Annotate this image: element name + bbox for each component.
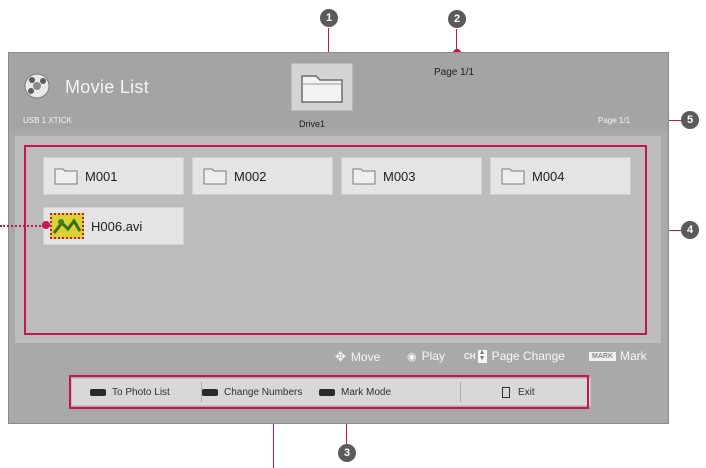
callout-3-line bbox=[346, 410, 347, 444]
drive-folder-icon bbox=[301, 75, 343, 103]
movie-thumbnail-icon bbox=[50, 213, 84, 239]
exit-icon bbox=[502, 386, 510, 398]
page-title: Movie List bbox=[65, 77, 150, 97]
change-numbers-button[interactable]: Change Numbers bbox=[202, 379, 318, 405]
exit-label: Exit bbox=[518, 386, 535, 398]
key-hints: ✥ Move ◉ Play CH ▲▼ Page Change MARK Mar… bbox=[9, 349, 668, 365]
thumbnail-leader-line bbox=[0, 225, 44, 227]
folder-icon bbox=[501, 168, 525, 185]
folder-icon bbox=[352, 168, 376, 185]
file-list-highlight bbox=[24, 145, 647, 335]
hint-move: ✥ Move bbox=[335, 349, 380, 365]
item-name: M001 bbox=[85, 168, 118, 184]
callout-5: 5 bbox=[681, 111, 699, 129]
yellow-key-icon bbox=[319, 388, 335, 396]
drive-label: Drive1 bbox=[299, 119, 326, 129]
item-name: M004 bbox=[532, 168, 565, 184]
green-key-icon bbox=[202, 388, 218, 396]
thumbnail-pin bbox=[42, 221, 50, 229]
callout-2: 2 bbox=[448, 10, 466, 28]
list-item-folder[interactable]: M002 bbox=[192, 157, 333, 195]
ch-key-icon: CH bbox=[464, 351, 476, 361]
hint-play-label: Play bbox=[421, 349, 445, 363]
mark-mode-label: Mark Mode bbox=[341, 386, 392, 398]
callout-3-line-left bbox=[273, 410, 274, 468]
hint-play: ◉ Play bbox=[407, 349, 445, 363]
callout-3: 3 bbox=[338, 444, 356, 462]
hint-move-label: Move bbox=[350, 350, 381, 364]
item-name: H006.avi bbox=[91, 218, 143, 234]
page-indicator-top: Page 1/1 bbox=[434, 67, 475, 78]
move-arrows-icon: ✥ bbox=[335, 349, 346, 364]
list-item-movie[interactable]: H006.avi bbox=[43, 207, 184, 245]
item-name: M003 bbox=[383, 168, 416, 184]
change-numbers-label: Change Numbers bbox=[224, 386, 303, 398]
item-name: M002 bbox=[234, 168, 267, 184]
movie-list-screen: Movie List USB 1 XTICK Page 1/1 Page 1/1… bbox=[8, 52, 669, 424]
hint-page-change-label: Page Change bbox=[491, 349, 565, 363]
exit-button[interactable]: Exit bbox=[502, 379, 582, 405]
ok-button-icon: ◉ bbox=[407, 350, 417, 363]
hint-mark: MARK Mark bbox=[589, 349, 647, 363]
to-photo-list-button[interactable]: To Photo List bbox=[90, 379, 200, 405]
mark-key-icon: MARK bbox=[589, 351, 616, 361]
source-label: USB 1 XTICK bbox=[23, 116, 72, 125]
folder-icon bbox=[54, 168, 78, 185]
hint-page-change: CH ▲▼ Page Change bbox=[464, 348, 565, 364]
callout-1: 1 bbox=[320, 9, 338, 27]
ch-updown-icon: ▲▼ bbox=[477, 348, 487, 363]
hint-mark-label: Mark bbox=[620, 349, 647, 363]
folder-icon bbox=[203, 168, 227, 185]
list-item-folder[interactable]: M001 bbox=[43, 157, 184, 195]
list-item-folder[interactable]: M004 bbox=[490, 157, 631, 195]
red-key-icon bbox=[90, 388, 106, 396]
drive-button[interactable] bbox=[291, 63, 353, 111]
action-bar: To Photo List Change Numbers Mark Mode E… bbox=[71, 378, 591, 406]
mark-mode-button[interactable]: Mark Mode bbox=[319, 379, 459, 405]
movie-disc-icon bbox=[24, 73, 50, 99]
callout-2-line bbox=[456, 29, 457, 51]
action-bar-highlight bbox=[69, 375, 589, 409]
divider bbox=[460, 382, 461, 402]
page-indicator: Page 1/1 bbox=[598, 116, 631, 125]
to-photo-list-label: To Photo List bbox=[112, 386, 170, 398]
divider bbox=[201, 382, 202, 402]
list-item-folder[interactable]: M003 bbox=[341, 157, 482, 195]
callout-1-line bbox=[328, 28, 329, 61]
callout-4: 4 bbox=[681, 221, 699, 239]
